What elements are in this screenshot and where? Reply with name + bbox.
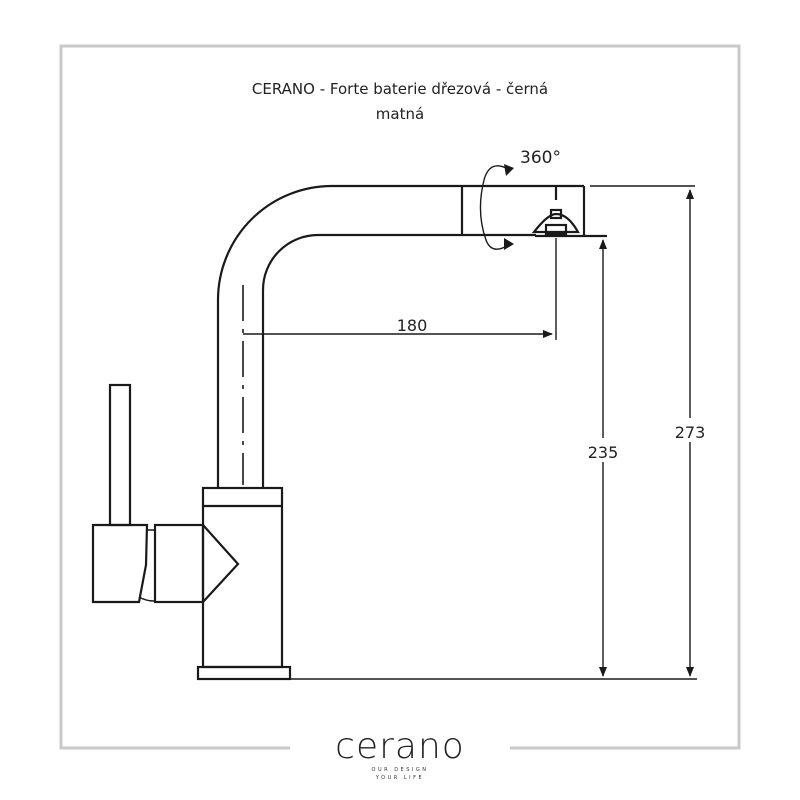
faucet-spout xyxy=(216,184,607,488)
frame-border xyxy=(59,44,741,750)
svg-text:cerano: cerano xyxy=(335,726,465,767)
svg-text:OUR DESIGN: OUR DESIGN xyxy=(372,767,429,773)
spout-height-label: 235 xyxy=(588,443,619,462)
rotation-label: 360° xyxy=(520,148,561,168)
svg-text:YOUR LIFE: YOUR LIFE xyxy=(375,775,424,781)
faucet-body xyxy=(196,486,292,681)
reach-label: 180 xyxy=(397,316,428,335)
total-height-dimension xyxy=(290,185,697,680)
faucet-handle xyxy=(91,383,240,604)
title-line-1: CERANO - Forte baterie dřezová - černá xyxy=(252,80,548,98)
title-line-2: matná xyxy=(376,105,424,123)
total-height-label: 273 xyxy=(675,423,706,442)
rotation-arrow-icon xyxy=(479,164,514,250)
reach-dimension xyxy=(243,238,557,340)
cerano-logo: cerano OUR DESIGN YOUR LIFE xyxy=(335,726,465,781)
